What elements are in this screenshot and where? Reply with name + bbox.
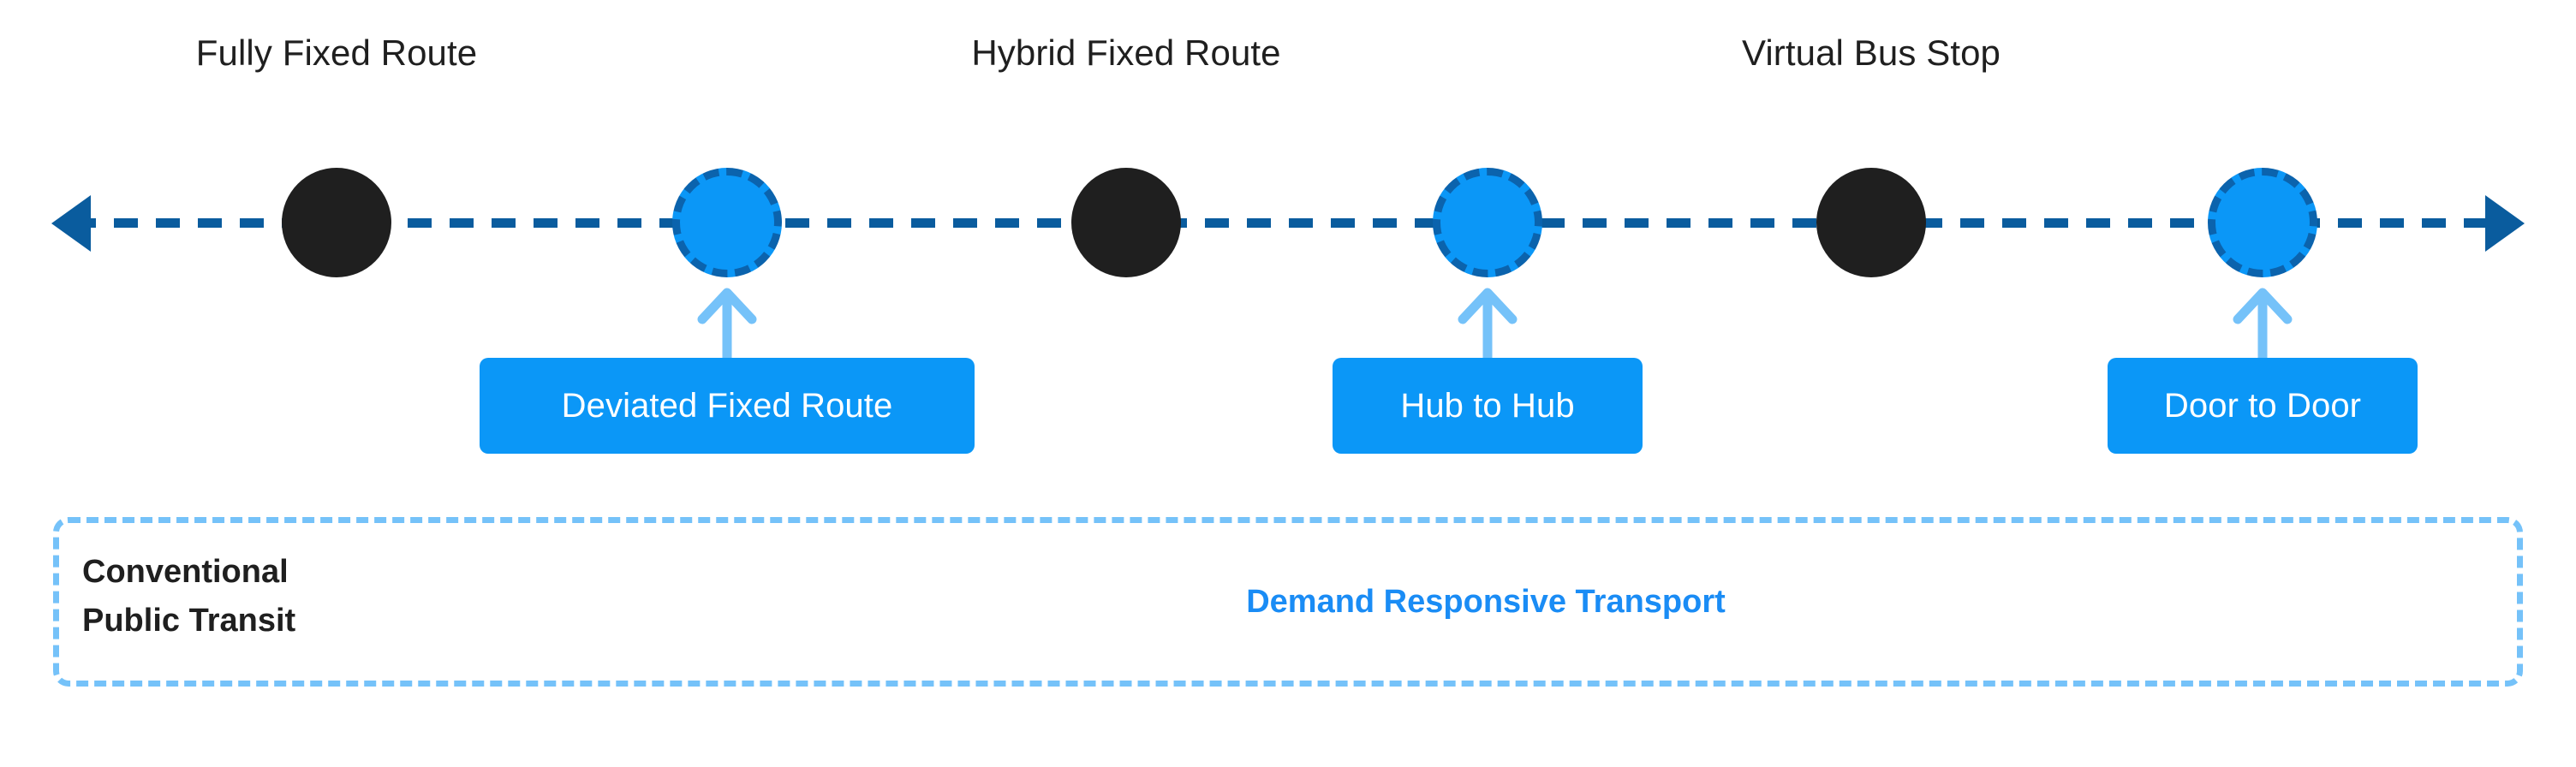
service-box-hub-to-hub[interactable]: Hub to Hub: [1333, 358, 1643, 454]
service-box-door-to-door[interactable]: Door to Door: [2108, 358, 2418, 454]
spectrum-label-hybrid-fixed-route: Hybrid Fixed Route: [971, 33, 1281, 73]
category-label-conventional-public-transit: Conventional Public Transit: [82, 548, 596, 645]
node-fixed-stop-2[interactable]: [1071, 168, 1181, 277]
callout-arrow-up-icon-2: [1458, 288, 1518, 368]
service-box-label-hub-to-hub: Hub to Hub: [1400, 386, 1575, 425]
service-box-deviated-fixed-route[interactable]: Deviated Fixed Route: [480, 358, 975, 454]
category-label-demand-responsive-transport: Demand Responsive Transport: [1246, 584, 1726, 620]
axis-dashed-line: [72, 218, 2502, 228]
category-container: [53, 517, 2523, 687]
node-flexible-stop-1[interactable]: [672, 168, 782, 277]
category-label-conventional-line1: Conventional: [82, 554, 289, 590]
category-label-conventional-line2: Public Transit: [82, 603, 296, 639]
callout-arrow-up-icon-1: [697, 288, 757, 368]
service-box-label-door-to-door: Door to Door: [2163, 386, 2362, 425]
node-flexible-stop-2[interactable]: [1433, 168, 1542, 277]
node-fixed-stop-3[interactable]: [1816, 168, 1926, 277]
callout-arrow-up-icon-3: [2233, 288, 2293, 368]
spectrum-label-fully-fixed-route: Fully Fixed Route: [195, 33, 478, 73]
node-fixed-stop-1[interactable]: [282, 168, 391, 277]
service-box-label-deviated-fixed-route: Deviated Fixed Route: [561, 386, 893, 425]
axis-arrow-right-icon: [2485, 195, 2525, 252]
spectrum-label-virtual-bus-stop: Virtual Bus Stop: [1742, 33, 2001, 73]
node-flexible-stop-3[interactable]: [2208, 168, 2317, 277]
